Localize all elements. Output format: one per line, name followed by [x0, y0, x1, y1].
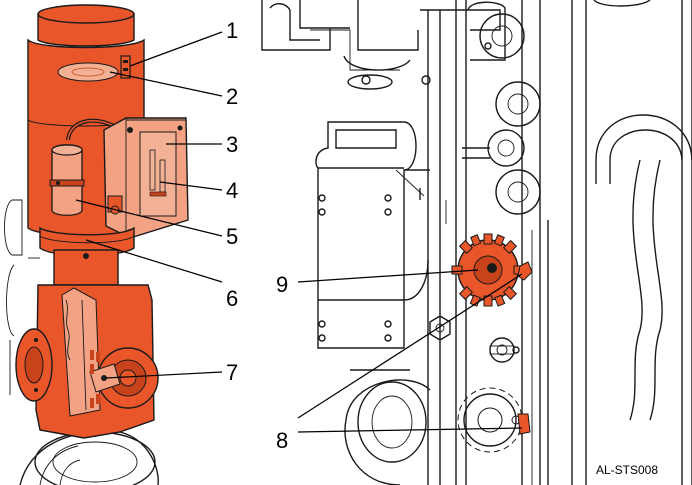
motor-disc-highlight: [57, 62, 119, 82]
document-code: AL-STS008: [596, 463, 658, 477]
right-rack: [521, 0, 549, 485]
pinion-gear-highlighted: [451, 233, 525, 307]
lower-gear: [457, 387, 523, 453]
latch-upper: [517, 261, 533, 281]
callout-2: 2: [226, 84, 238, 109]
base-rollers: [19, 431, 159, 485]
callout-4: 4: [226, 178, 238, 203]
callout-labels: 1 2 3 4 5 6 7 8 9: [226, 18, 288, 453]
callout-1: 1: [226, 18, 238, 43]
hex-bolt: [429, 315, 451, 341]
lower-rollers: [344, 369, 431, 485]
leader-lines: [75, 31, 523, 433]
rack-and-pinion-assembly: [261, 0, 549, 485]
motor-top-cap-rim: [37, 4, 135, 24]
junction-box-cover: [139, 131, 177, 217]
callout-5: 5: [226, 224, 238, 249]
background-frame-left: [4, 199, 40, 395]
latch-lower: [517, 413, 531, 435]
gear-motor-assembly: [4, 4, 189, 485]
motor-fitting: [120, 55, 131, 79]
guide-rollers: [462, 13, 541, 215]
callout-6: 6: [226, 286, 238, 311]
callout-9: 9: [276, 272, 288, 297]
motor-disc-inner: [71, 67, 105, 77]
brake-clamp: [49, 179, 85, 187]
drive-housing: [315, 121, 430, 349]
small-gear: [489, 337, 520, 363]
partial-view-panel: [571, 0, 692, 485]
callout-8: 8: [276, 428, 288, 453]
callout-7: 7: [226, 360, 238, 385]
callout-3: 3: [226, 132, 238, 157]
gear-teeth-pattern: [90, 350, 100, 408]
